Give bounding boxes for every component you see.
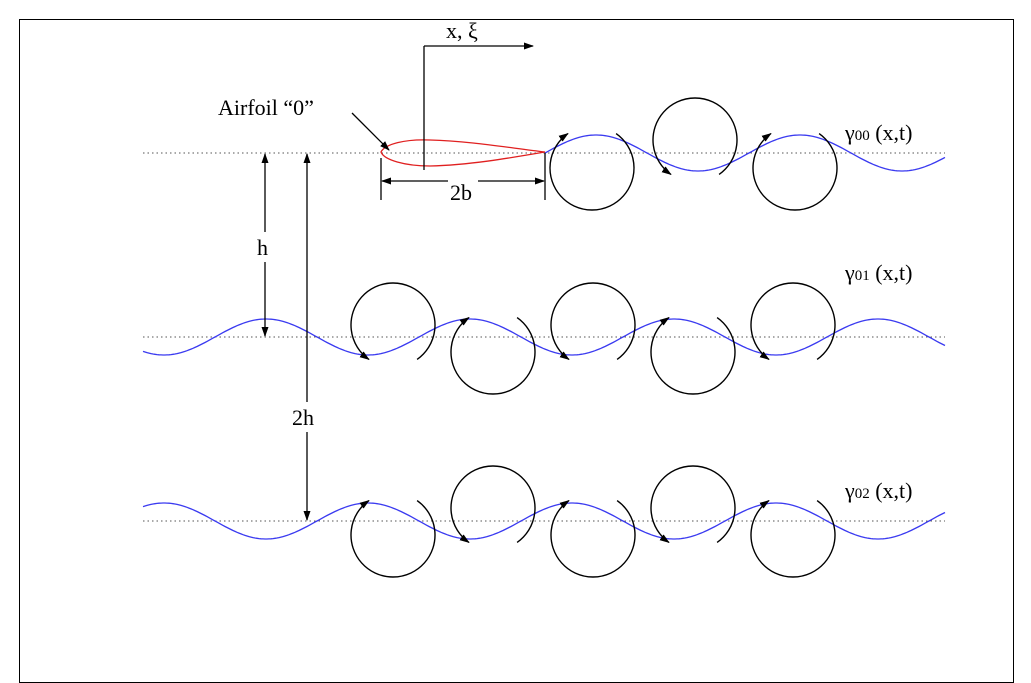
airfoil-pointer-arrow (351, 112, 390, 151)
airfoil-label: Airfoil “0” (218, 95, 314, 120)
vortex-arrow-6 (650, 317, 736, 395)
airfoil-shape (380, 139, 546, 167)
2h-label: 2h (292, 405, 314, 430)
chord-label: 2b (450, 180, 472, 205)
vortex-arrow-7 (750, 282, 836, 360)
h-label: h (257, 235, 268, 260)
vortex-arrow-2 (752, 133, 838, 211)
vortex-arrows (350, 97, 838, 578)
axis-label: x, ξ (446, 18, 478, 43)
vortex-arrow-4 (450, 317, 536, 395)
vortex-arrow-3 (350, 282, 436, 360)
vortex-arrow-0 (549, 133, 635, 211)
wake-label-01: γ01 (x,t) (844, 260, 913, 285)
wake-curve-00 (544, 134, 946, 172)
wake-label-00: γ00 (x,t) (844, 120, 913, 145)
vortex-arrow-12 (750, 500, 836, 578)
vortex-arrow-5 (550, 282, 636, 360)
vortex-arrow-8 (350, 500, 436, 578)
vortex-arrow-9 (450, 465, 536, 543)
vortex-arrow-11 (650, 465, 736, 543)
vortex-arrow-1 (652, 97, 738, 175)
wake-label-02: γ02 (x,t) (844, 478, 913, 503)
wake-curve-02 (142, 502, 946, 540)
vortex-arrow-10 (550, 500, 636, 578)
wake-curve-01 (142, 318, 946, 356)
